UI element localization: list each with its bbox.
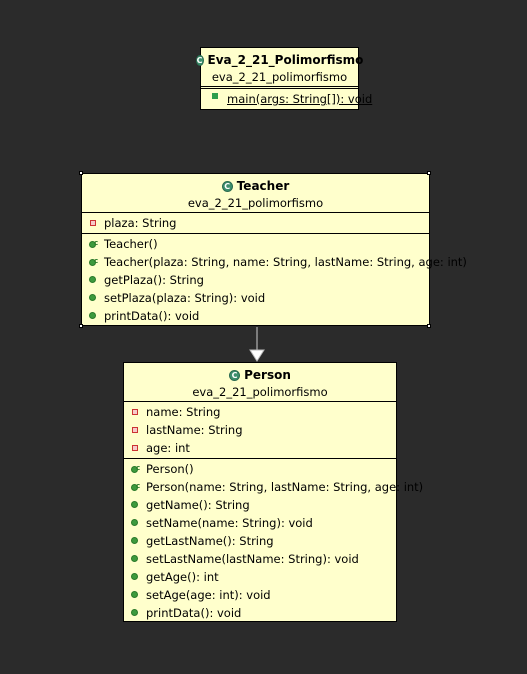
method-row[interactable]: Person(name: String, lastName: String, a… [124,477,423,496]
class-header: C Person eva_2_21_polimorfismo [124,363,396,402]
public-icon [130,608,140,618]
private-icon [88,218,98,228]
method-row[interactable]: setAge(age: int): void [124,586,396,604]
methods-section: Person() Person(name: String, lastName: … [124,459,423,623]
public-icon [130,518,140,528]
fields-section: plaza: String [82,213,429,234]
public-icon [88,293,98,303]
resize-handle-top-left[interactable] [79,171,83,175]
class-icon: C [221,180,233,192]
method-row[interactable]: setName(name: String): void [124,514,396,532]
class-name: Person [244,368,291,382]
public-icon [130,500,140,510]
methods-section: main(args: String[]): void [201,88,372,109]
resize-handle-bottom-left[interactable] [79,324,83,328]
class-icon: C [195,54,204,66]
constructor-icon [130,459,140,477]
field-row[interactable]: plaza: String [82,214,429,232]
resize-handle-bottom-right[interactable] [427,324,431,328]
field-row[interactable]: lastName: String [124,421,396,439]
class-package: eva_2_21_polimorfismo [192,385,328,399]
class-package: eva_2_21_polimorfismo [187,196,324,210]
public-icon [88,311,98,321]
public-icon [130,590,140,600]
class-header: C Eva_2_21_Polimorfismo eva_2_21_polimor… [195,48,363,87]
class-eva-2-21-polimorfismo[interactable]: C Eva_2_21_Polimorfismo eva_2_21_polimor… [195,47,372,110]
field-row[interactable]: name: String [124,403,396,421]
class-name: Teacher [236,179,290,193]
method-row[interactable]: getLastName(): String [124,532,396,550]
field-row[interactable]: age: int [124,439,396,457]
methods-section: Teacher() Teacher(plaza: String, name: S… [82,234,467,326]
method-row[interactable]: getPlaza(): String [82,271,429,289]
method-row[interactable]: printData(): void [82,307,429,325]
method-row[interactable]: printData(): void [124,604,396,622]
public-icon [130,572,140,582]
fields-section: name: String lastName: String age: int [124,402,396,459]
private-icon [130,407,140,417]
class-person[interactable]: C Person eva_2_21_polimorfismo name: Str… [123,362,423,623]
class-icon: C [229,369,241,381]
class-header: C Teacher eva_2_21_polimorfismo [82,174,429,213]
public-static-icon [211,93,221,104]
private-icon [130,443,140,453]
method-row[interactable]: main(args: String[]): void [201,90,372,108]
method-row[interactable]: Teacher() [82,234,429,253]
method-row[interactable]: getAge(): int [124,568,396,586]
public-icon [130,554,140,564]
class-teacher[interactable]: C Teacher eva_2_21_polimorfismo plaza: S… [81,173,467,326]
method-row[interactable]: Person() [124,459,396,478]
method-row[interactable]: Teacher(plaza: String, name: String, las… [82,252,467,271]
resize-handle-top-right[interactable] [427,171,431,175]
method-row[interactable]: setPlaza(plaza: String): void [82,289,429,307]
constructor-icon [88,234,98,252]
class-name: Eva_2_21_Polimorfismo [207,53,364,67]
constructor-icon [88,252,98,270]
private-icon [130,425,140,435]
method-row[interactable]: setLastName(lastName: String): void [124,550,396,568]
constructor-icon [130,477,140,495]
public-icon [130,536,140,546]
method-row[interactable]: getName(): String [124,496,396,514]
class-package: eva_2_21_polimorfismo [211,70,348,84]
public-icon [88,275,98,285]
